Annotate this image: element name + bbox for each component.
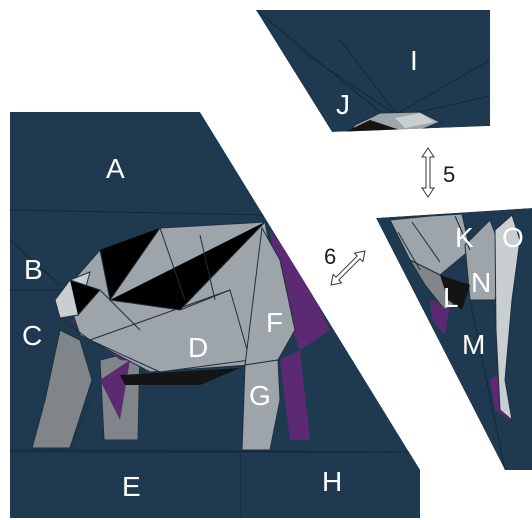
label-c: C — [22, 320, 42, 351]
label-n: N — [471, 267, 491, 298]
left-section — [10, 112, 420, 518]
label-e: E — [122, 471, 141, 502]
arrow-5-label: 5 — [443, 162, 455, 187]
label-g: G — [249, 380, 271, 411]
label-h: H — [322, 466, 342, 497]
label-k: K — [455, 222, 474, 253]
label-d: D — [188, 332, 208, 363]
label-a: A — [106, 153, 125, 184]
label-f: F — [266, 307, 283, 338]
label-o: O — [502, 222, 524, 253]
arrow-5: 5 — [422, 148, 455, 197]
arrow-6: 6 — [324, 244, 369, 289]
arrow-6-label: 6 — [324, 244, 336, 269]
double-headed-vertical-arrow-icon — [422, 148, 434, 197]
label-j: J — [336, 89, 350, 120]
label-b: B — [24, 254, 43, 285]
label-i: I — [410, 45, 418, 76]
label-l: L — [443, 282, 459, 313]
label-m: M — [462, 329, 485, 360]
section-top-background — [256, 10, 490, 132]
top-section — [256, 10, 490, 132]
